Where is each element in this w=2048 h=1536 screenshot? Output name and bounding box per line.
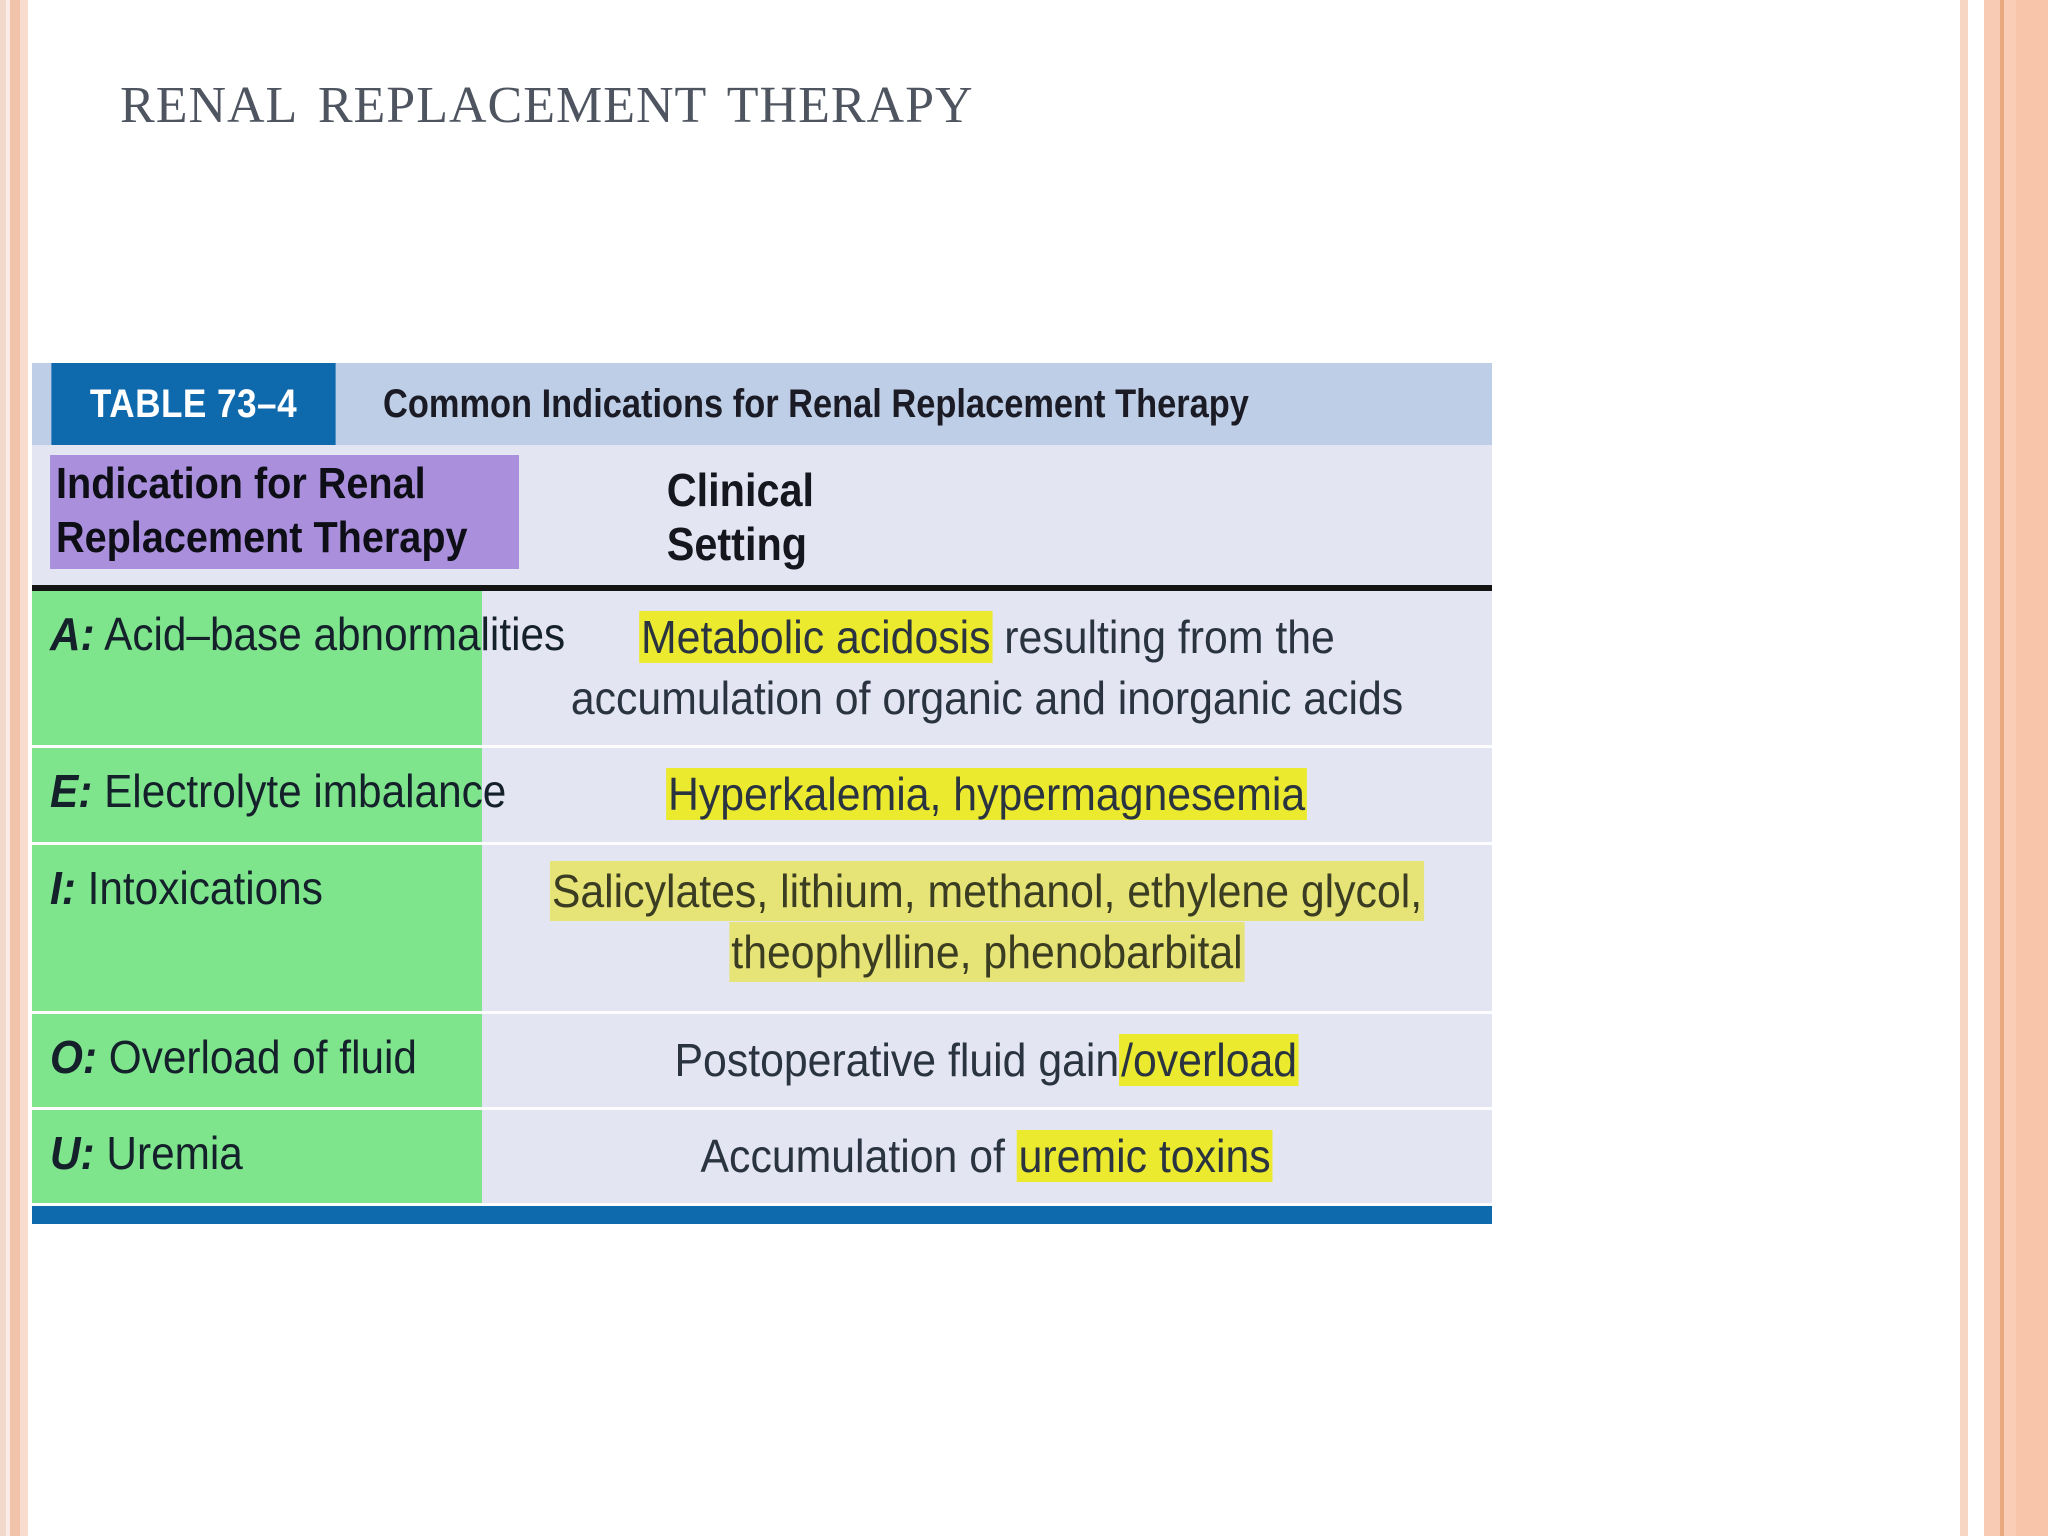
cell-indication: I: Intoxications (32, 844, 482, 1011)
indication-header-highlight: Indication for Renal Replacement Therapy (50, 455, 520, 570)
setting-prefix: Postoperative fluid gain (674, 1033, 1120, 1086)
table-caption-text: Common Indications for Renal Replacement… (383, 381, 1249, 426)
cell-indication: O: Overload of fluid (32, 1013, 482, 1107)
setting-highlight: /overload (1119, 1033, 1300, 1086)
cell-clinical-setting: Salicylates, lithium, methanol, ethylene… (482, 845, 1492, 1011)
left-edge-decoration (0, 0, 30, 1536)
row-indication-text: Intoxications (87, 861, 323, 914)
table-bottom-rule (32, 1205, 1492, 1224)
row-indication-text: Uremia (106, 1126, 243, 1179)
row-indication-text: Electrolyte imbalance (104, 765, 507, 818)
setting-highlight: uremic toxins (1017, 1129, 1273, 1182)
cell-indication: E: Electrolyte imbalance (32, 748, 506, 842)
row-letter: U: (50, 1126, 95, 1179)
setting-plain: resulting from the accumulation of organ… (570, 611, 1404, 725)
indications-table: TABLE 73–4 Common Indications for Renal … (32, 363, 1492, 1224)
row-indication-text: Overload of fluid (108, 1030, 417, 1083)
indication-header-line1: Indication for Renal (56, 459, 426, 508)
table-column-headers: Indication for Renal Replacement Therapy… (32, 445, 1492, 591)
table-number-badge: TABLE 73–4 (51, 363, 336, 445)
cell-clinical-setting: Hyperkalemia, hypermagnesemia (482, 748, 1492, 841)
cell-clinical-setting: Metabolic acidosis resulting from the ac… (482, 591, 1492, 745)
table-row: A: Acid–base abnormalities Metabolic aci… (32, 591, 1492, 749)
row-indication-text: Acid–base abnormalities (104, 608, 566, 660)
row-letter: E: (50, 765, 93, 818)
table-row: U: Uremia Accumulation of uremic toxins (32, 1109, 1492, 1206)
setting-highlight: Metabolic acidosis (639, 611, 993, 663)
column-header-clinical-setting: Clinical Setting (652, 445, 1492, 585)
row-letter: I: (50, 861, 76, 914)
cell-clinical-setting: Accumulation of uremic toxins (482, 1110, 1492, 1203)
page-title: Renal replacement therapy (120, 57, 974, 139)
setting-highlight: Hyperkalemia, hypermagnesemia (666, 768, 1308, 821)
table-row: O: Overload of fluid Postoperative fluid… (32, 1013, 1492, 1110)
row-letter: O: (50, 1030, 98, 1083)
column-header-indication: Indication for Renal Replacement Therapy (32, 445, 652, 585)
row-letter: A: (50, 608, 95, 660)
clinical-setting-header-text: Clinical Setting (666, 464, 814, 570)
table-caption: Common Indications for Renal Replacement… (355, 363, 1492, 445)
table-row: E: Electrolyte imbalance Hyperkalemia, h… (32, 748, 1492, 845)
cell-indication: U: Uremia (32, 1109, 482, 1203)
setting-highlight: Salicylates, lithium, methanol, ethylene… (549, 860, 1424, 982)
right-edge-decoration (1960, 0, 2048, 1536)
table-caption-bar: TABLE 73–4 Common Indications for Renal … (32, 363, 1492, 445)
table-row: I: Intoxications Salicylates, lithium, m… (32, 844, 1492, 1014)
cell-clinical-setting: Postoperative fluid gain/overload (482, 1014, 1492, 1107)
indication-header-line2: Replacement Therapy (56, 513, 468, 563)
setting-prefix: Accumulation of (701, 1129, 1018, 1182)
cell-indication: A: Acid–base abnormalities (32, 591, 565, 746)
